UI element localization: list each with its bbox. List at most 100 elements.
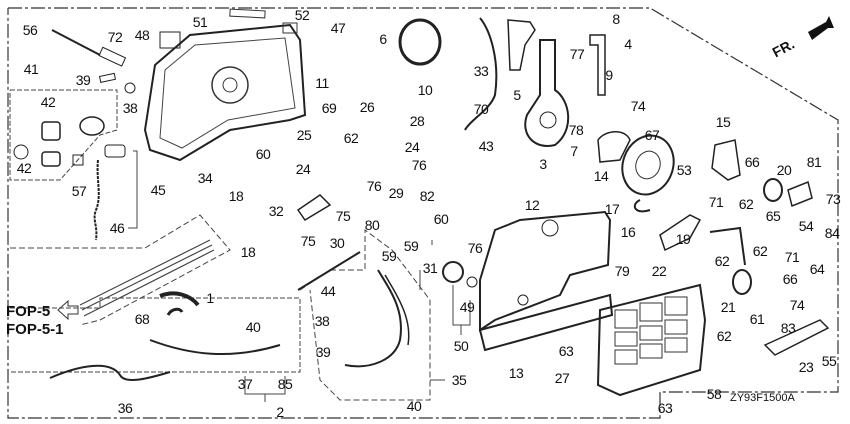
part-callout-45[interactable]: 45 — [150, 182, 166, 198]
reference-link-fop-5[interactable]: FOP-5 — [6, 303, 51, 320]
part-callout-66[interactable]: 66 — [782, 271, 798, 287]
part-callout-10[interactable]: 10 — [417, 82, 433, 98]
part-callout-53[interactable]: 53 — [676, 162, 692, 178]
part-callout-28[interactable]: 28 — [409, 113, 425, 129]
part-callout-63[interactable]: 63 — [558, 343, 574, 359]
part-callout-76[interactable]: 76 — [467, 240, 483, 256]
part-callout-38[interactable]: 38 — [314, 313, 330, 329]
part-callout-25[interactable]: 25 — [296, 127, 312, 143]
part-callout-52[interactable]: 52 — [294, 7, 310, 23]
part-callout-74[interactable]: 74 — [789, 297, 805, 313]
part-callout-81[interactable]: 81 — [806, 154, 822, 170]
part-callout-22[interactable]: 22 — [651, 263, 667, 279]
part-callout-73[interactable]: 73 — [825, 191, 841, 207]
part-callout-44[interactable]: 44 — [320, 283, 336, 299]
part-callout-3[interactable]: 3 — [539, 156, 547, 172]
part-callout-65[interactable]: 65 — [765, 208, 781, 224]
part-callout-26[interactable]: 26 — [359, 99, 375, 115]
part-callout-61[interactable]: 61 — [749, 311, 765, 327]
part-callout-64[interactable]: 64 — [809, 261, 825, 277]
part-callout-76[interactable]: 76 — [411, 157, 427, 173]
part-callout-62[interactable]: 62 — [738, 196, 754, 212]
part-callout-6[interactable]: 6 — [379, 31, 387, 47]
part-callout-21[interactable]: 21 — [720, 299, 736, 315]
part-callout-40[interactable]: 40 — [406, 398, 422, 414]
part-callout-43[interactable]: 43 — [478, 138, 494, 154]
part-callout-59[interactable]: 59 — [403, 238, 419, 254]
part-callout-5[interactable]: 5 — [513, 87, 521, 103]
part-callout-31[interactable]: 31 — [422, 260, 438, 276]
reference-link-fop-5-1[interactable]: FOP-5-1 — [6, 321, 64, 338]
part-callout-19[interactable]: 19 — [675, 231, 691, 247]
part-callout-15[interactable]: 15 — [715, 114, 731, 130]
part-callout-69[interactable]: 69 — [321, 100, 337, 116]
part-callout-48[interactable]: 48 — [134, 27, 150, 43]
part-callout-7[interactable]: 7 — [570, 143, 578, 159]
part-callout-32[interactable]: 32 — [268, 203, 284, 219]
part-callout-75[interactable]: 75 — [300, 233, 316, 249]
part-callout-71[interactable]: 71 — [708, 194, 724, 210]
part-callout-34[interactable]: 34 — [197, 170, 213, 186]
part-callout-58[interactable]: 58 — [706, 386, 722, 402]
part-callout-70[interactable]: 70 — [473, 101, 489, 117]
part-callout-75[interactable]: 75 — [335, 208, 351, 224]
part-callout-63[interactable]: 63 — [657, 400, 673, 416]
part-callout-37[interactable]: 37 — [237, 376, 253, 392]
part-callout-42[interactable]: 42 — [16, 160, 32, 176]
part-callout-47[interactable]: 47 — [330, 20, 346, 36]
part-callout-56[interactable]: 56 — [22, 22, 38, 38]
part-callout-2[interactable]: 2 — [276, 404, 284, 420]
part-callout-85[interactable]: 85 — [277, 376, 293, 392]
part-callout-40[interactable]: 40 — [245, 319, 261, 335]
part-callout-77[interactable]: 77 — [569, 46, 585, 62]
part-callout-60[interactable]: 60 — [433, 211, 449, 227]
part-callout-57[interactable]: 57 — [71, 183, 87, 199]
part-callout-46[interactable]: 46 — [109, 220, 125, 236]
part-callout-36[interactable]: 36 — [117, 400, 133, 416]
part-callout-24[interactable]: 24 — [404, 139, 420, 155]
part-callout-42[interactable]: 42 — [40, 94, 56, 110]
part-callout-49[interactable]: 49 — [459, 299, 475, 315]
part-callout-68[interactable]: 68 — [134, 311, 150, 327]
part-callout-50[interactable]: 50 — [453, 338, 469, 354]
part-callout-24[interactable]: 24 — [295, 161, 311, 177]
part-callout-83[interactable]: 83 — [780, 320, 796, 336]
part-callout-39[interactable]: 39 — [75, 72, 91, 88]
part-callout-23[interactable]: 23 — [798, 359, 814, 375]
part-callout-54[interactable]: 54 — [798, 218, 814, 234]
part-callout-79[interactable]: 79 — [614, 263, 630, 279]
part-callout-82[interactable]: 82 — [419, 188, 435, 204]
part-callout-51[interactable]: 51 — [192, 14, 208, 30]
part-callout-60[interactable]: 60 — [255, 146, 271, 162]
part-callout-66[interactable]: 66 — [744, 154, 760, 170]
part-callout-12[interactable]: 12 — [524, 197, 540, 213]
part-callout-13[interactable]: 13 — [508, 365, 524, 381]
part-callout-38[interactable]: 38 — [122, 100, 138, 116]
part-callout-8[interactable]: 8 — [612, 11, 620, 27]
part-callout-72[interactable]: 72 — [107, 29, 123, 45]
part-callout-11[interactable]: 11 — [315, 75, 329, 91]
part-callout-20[interactable]: 20 — [776, 162, 792, 178]
part-callout-14[interactable]: 14 — [593, 168, 609, 184]
part-callout-62[interactable]: 62 — [716, 328, 732, 344]
part-callout-18[interactable]: 18 — [240, 244, 256, 260]
part-callout-55[interactable]: 55 — [821, 353, 837, 369]
part-callout-76[interactable]: 76 — [366, 178, 382, 194]
part-callout-35[interactable]: 35 — [451, 372, 467, 388]
part-callout-39[interactable]: 39 — [315, 344, 331, 360]
part-callout-9[interactable]: 9 — [605, 67, 613, 83]
part-callout-17[interactable]: 17 — [604, 201, 620, 217]
part-callout-62[interactable]: 62 — [714, 253, 730, 269]
part-callout-74[interactable]: 74 — [630, 98, 646, 114]
part-callout-67[interactable]: 67 — [644, 127, 660, 143]
part-callout-27[interactable]: 27 — [554, 370, 570, 386]
part-callout-18[interactable]: 18 — [228, 188, 244, 204]
part-callout-41[interactable]: 41 — [23, 61, 39, 77]
part-callout-80[interactable]: 80 — [364, 217, 380, 233]
part-callout-71[interactable]: 71 — [784, 249, 800, 265]
part-callout-84[interactable]: 84 — [824, 225, 840, 241]
part-callout-16[interactable]: 16 — [620, 224, 636, 240]
part-callout-62[interactable]: 62 — [343, 130, 359, 146]
part-callout-33[interactable]: 33 — [473, 63, 489, 79]
part-callout-59[interactable]: 59 — [381, 248, 397, 264]
